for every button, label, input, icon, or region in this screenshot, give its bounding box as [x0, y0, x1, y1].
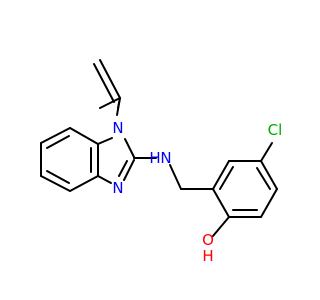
bond-ring-4 [40, 175, 71, 192]
chlorophenol-ring [212, 142, 278, 237]
benzimidazole-benzene-ring [40, 127, 99, 192]
bond-ring-1 [69, 127, 99, 145]
atom-cl: Cl [268, 121, 283, 139]
bond-ar-6 [212, 188, 230, 218]
allyl-group [93, 59, 121, 116]
bond-ar-cl [260, 142, 273, 162]
bond-c7a-n1 [97, 137, 113, 145]
bond-ring-4-inner [46, 170, 70, 184]
bond-ar-1-inner [219, 166, 234, 190]
atom-o: O [202, 231, 214, 249]
atom-nh-h: H [149, 149, 160, 167]
atom-n3: N [112, 179, 123, 197]
bond-vinyl-double-b [93, 63, 115, 103]
molecule-canvas: N N H N Cl O H [40, 59, 283, 265]
bond-ar-1 [212, 160, 230, 190]
bond-ar-3 [260, 160, 278, 190]
bond-ring-5 [69, 175, 99, 192]
bond-n3-c3a [97, 175, 112, 184]
bond-ring-2-inner [46, 135, 70, 149]
bond-n1-c2 [124, 138, 135, 158]
bond-ar-3-inner [256, 167, 271, 190]
molecule-structure: N N H N Cl O H [40, 59, 283, 265]
bond-ch2-to-n1 [116, 97, 121, 116]
bond-c2-n3 [123, 159, 135, 181]
bond-ar-oh [212, 216, 230, 237]
amine-linker [133, 157, 214, 190]
atom-nh-n: N [160, 149, 171, 167]
bond-allyl-ch [99, 97, 121, 109]
atom-o-h: H [202, 247, 213, 265]
bond-vinyl-double-a [99, 59, 121, 99]
bond-c2-n3-inner [118, 160, 128, 177]
bond-ar-4 [260, 188, 278, 218]
bond-nh-ch2 [169, 164, 182, 190]
imidazole-ring [97, 137, 135, 184]
atom-n1: N [112, 119, 123, 137]
bond-ring-2 [40, 127, 71, 144]
